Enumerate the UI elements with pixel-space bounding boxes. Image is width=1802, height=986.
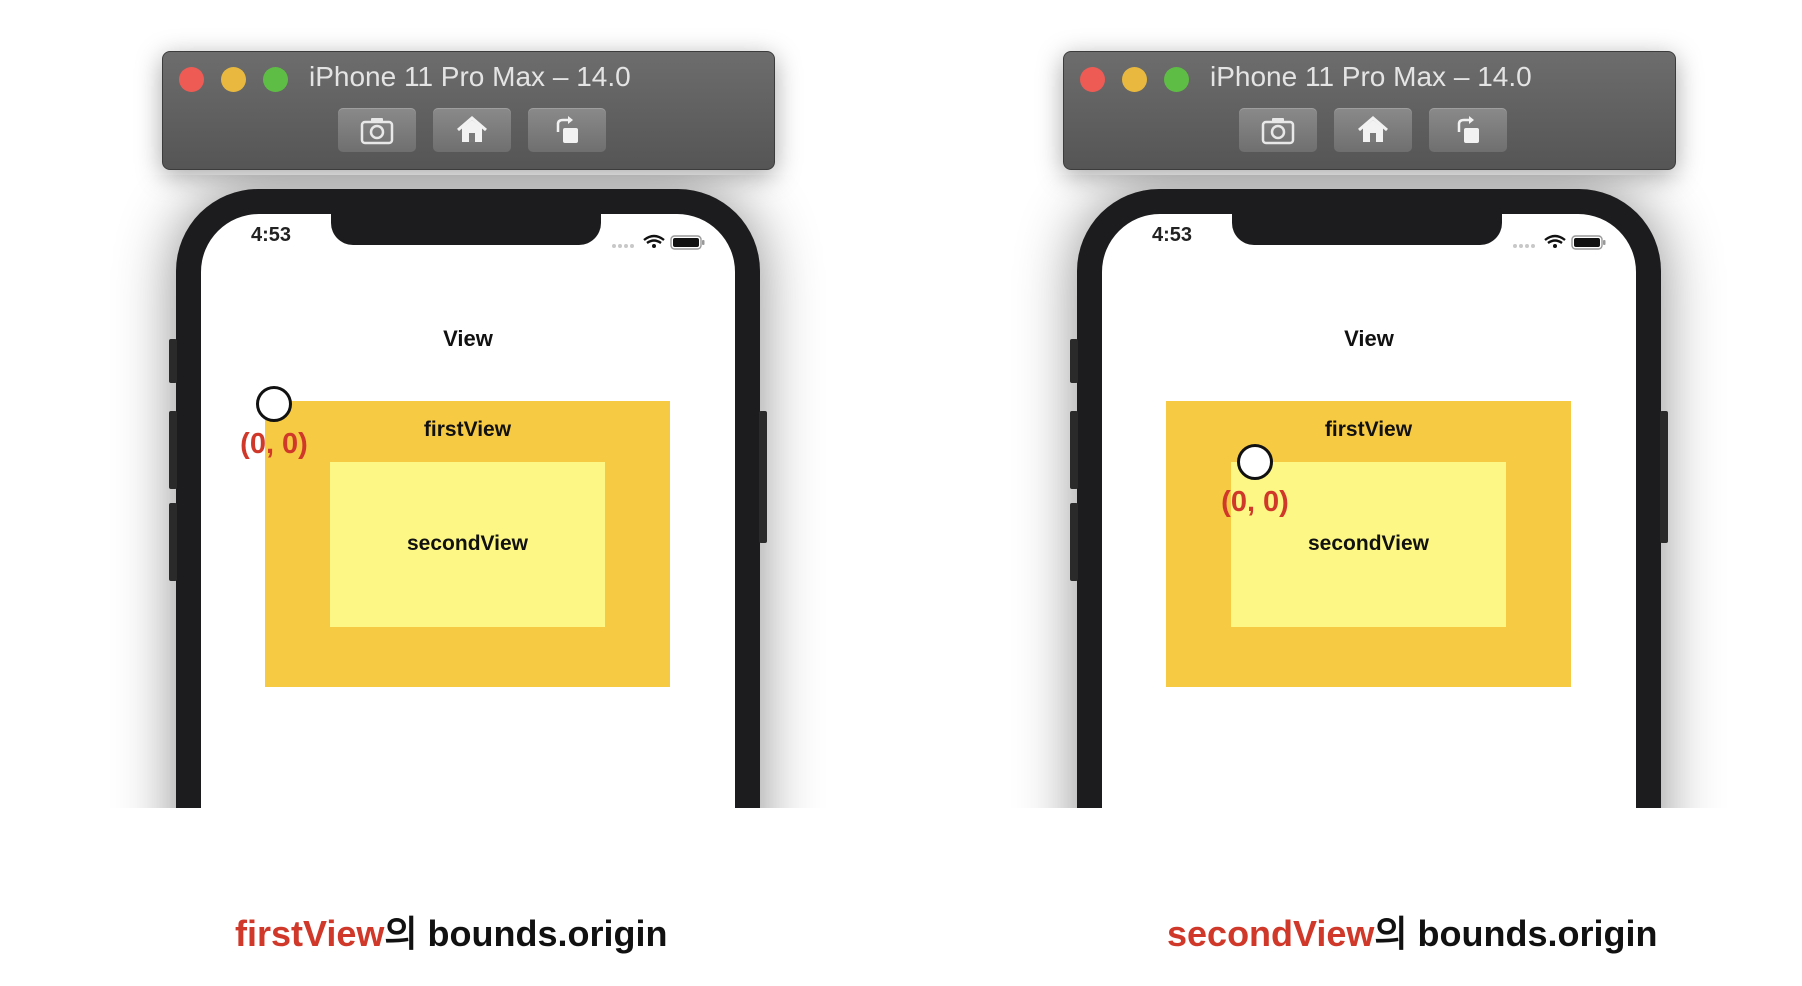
caption-subject: secondView <box>1167 913 1375 954</box>
origin-label: (0, 0) <box>1221 486 1289 518</box>
battery-icon <box>1571 235 1606 250</box>
view-title: View <box>443 326 493 351</box>
volume-up-button <box>1070 411 1078 489</box>
volume-down-button <box>169 503 177 581</box>
minimize-window-button[interactable] <box>1122 67 1147 92</box>
second-view-label: secondView <box>1308 532 1429 555</box>
origin-label: (0, 0) <box>240 428 308 460</box>
mute-switch <box>169 339 177 383</box>
simulator-title: iPhone 11 Pro Max – 14.0 <box>1210 61 1532 92</box>
caption: firstView의 bounds.origin <box>235 905 668 957</box>
view-title: View <box>1344 326 1394 351</box>
power-button <box>1660 411 1668 543</box>
mute-switch <box>1070 339 1078 383</box>
status-icons <box>612 234 705 250</box>
caption-rest: 의 bounds.origin <box>1374 913 1658 954</box>
battery-icon <box>670 235 705 250</box>
status-time: 4:53 <box>1152 224 1193 246</box>
caption-rest: 의 bounds.origin <box>384 913 668 954</box>
zoom-window-button[interactable] <box>263 67 288 92</box>
origin-marker <box>256 386 292 422</box>
rotate-button[interactable] <box>1429 108 1507 152</box>
wifi-icon <box>1544 234 1566 248</box>
first-view: firstView secondView <box>265 401 670 687</box>
home-icon <box>1358 116 1388 142</box>
status-time: 4:53 <box>251 224 292 246</box>
notch <box>331 214 601 245</box>
screenshot-button[interactable] <box>1239 108 1317 152</box>
rotate-icon <box>1457 116 1479 143</box>
device-screen: 4:53 <box>1102 214 1636 808</box>
home-icon <box>457 116 487 142</box>
first-view-label: firstView <box>1324 418 1413 441</box>
device-screen: 4:53 <box>201 214 735 808</box>
panel-second-view-bounds: iPhone 11 Pro Max – 14.0 <box>901 0 1802 986</box>
rotate-button[interactable] <box>528 108 606 152</box>
first-view-label: firstView <box>423 418 512 441</box>
minimize-window-button[interactable] <box>221 67 246 92</box>
home-button[interactable] <box>1334 108 1412 152</box>
screenshot-button[interactable] <box>338 108 416 152</box>
wifi-icon <box>643 234 665 248</box>
close-window-button[interactable] <box>179 67 204 92</box>
simulator-title-bar: iPhone 11 Pro Max – 14.0 <box>1063 51 1676 170</box>
first-view: firstView secondView <box>1166 401 1571 687</box>
cellular-signal-icon <box>612 244 634 248</box>
screenshot-icon <box>360 118 394 145</box>
simulator-title-bar: iPhone 11 Pro Max – 14.0 <box>162 51 775 170</box>
second-view: secondView <box>1231 462 1506 627</box>
simulator-title: iPhone 11 Pro Max – 14.0 <box>309 61 631 92</box>
second-view: secondView <box>330 462 605 627</box>
cellular-signal-icon <box>1513 244 1535 248</box>
second-view-label: secondView <box>407 532 528 555</box>
notch <box>1232 214 1502 245</box>
rotate-icon <box>556 116 578 143</box>
caption-subject: firstView <box>235 913 385 954</box>
caption: secondView의 bounds.origin <box>1167 905 1658 957</box>
panel-first-view-bounds: iPhone 11 Pro Max – 14.0 <box>60 51 880 957</box>
phone-clip: 4:53 <box>961 175 1781 808</box>
screenshot-icon <box>1261 118 1295 145</box>
iphone-frame: 4:53 <box>169 189 767 808</box>
status-icons <box>1513 234 1606 250</box>
iphone-frame: 4:53 <box>1070 189 1668 808</box>
volume-up-button <box>169 411 177 489</box>
zoom-window-button[interactable] <box>1164 67 1189 92</box>
phone-clip: 4:53 <box>60 175 880 808</box>
volume-down-button <box>1070 503 1078 581</box>
close-window-button[interactable] <box>1080 67 1105 92</box>
origin-marker <box>1237 444 1273 480</box>
power-button <box>759 411 767 543</box>
home-button[interactable] <box>433 108 511 152</box>
